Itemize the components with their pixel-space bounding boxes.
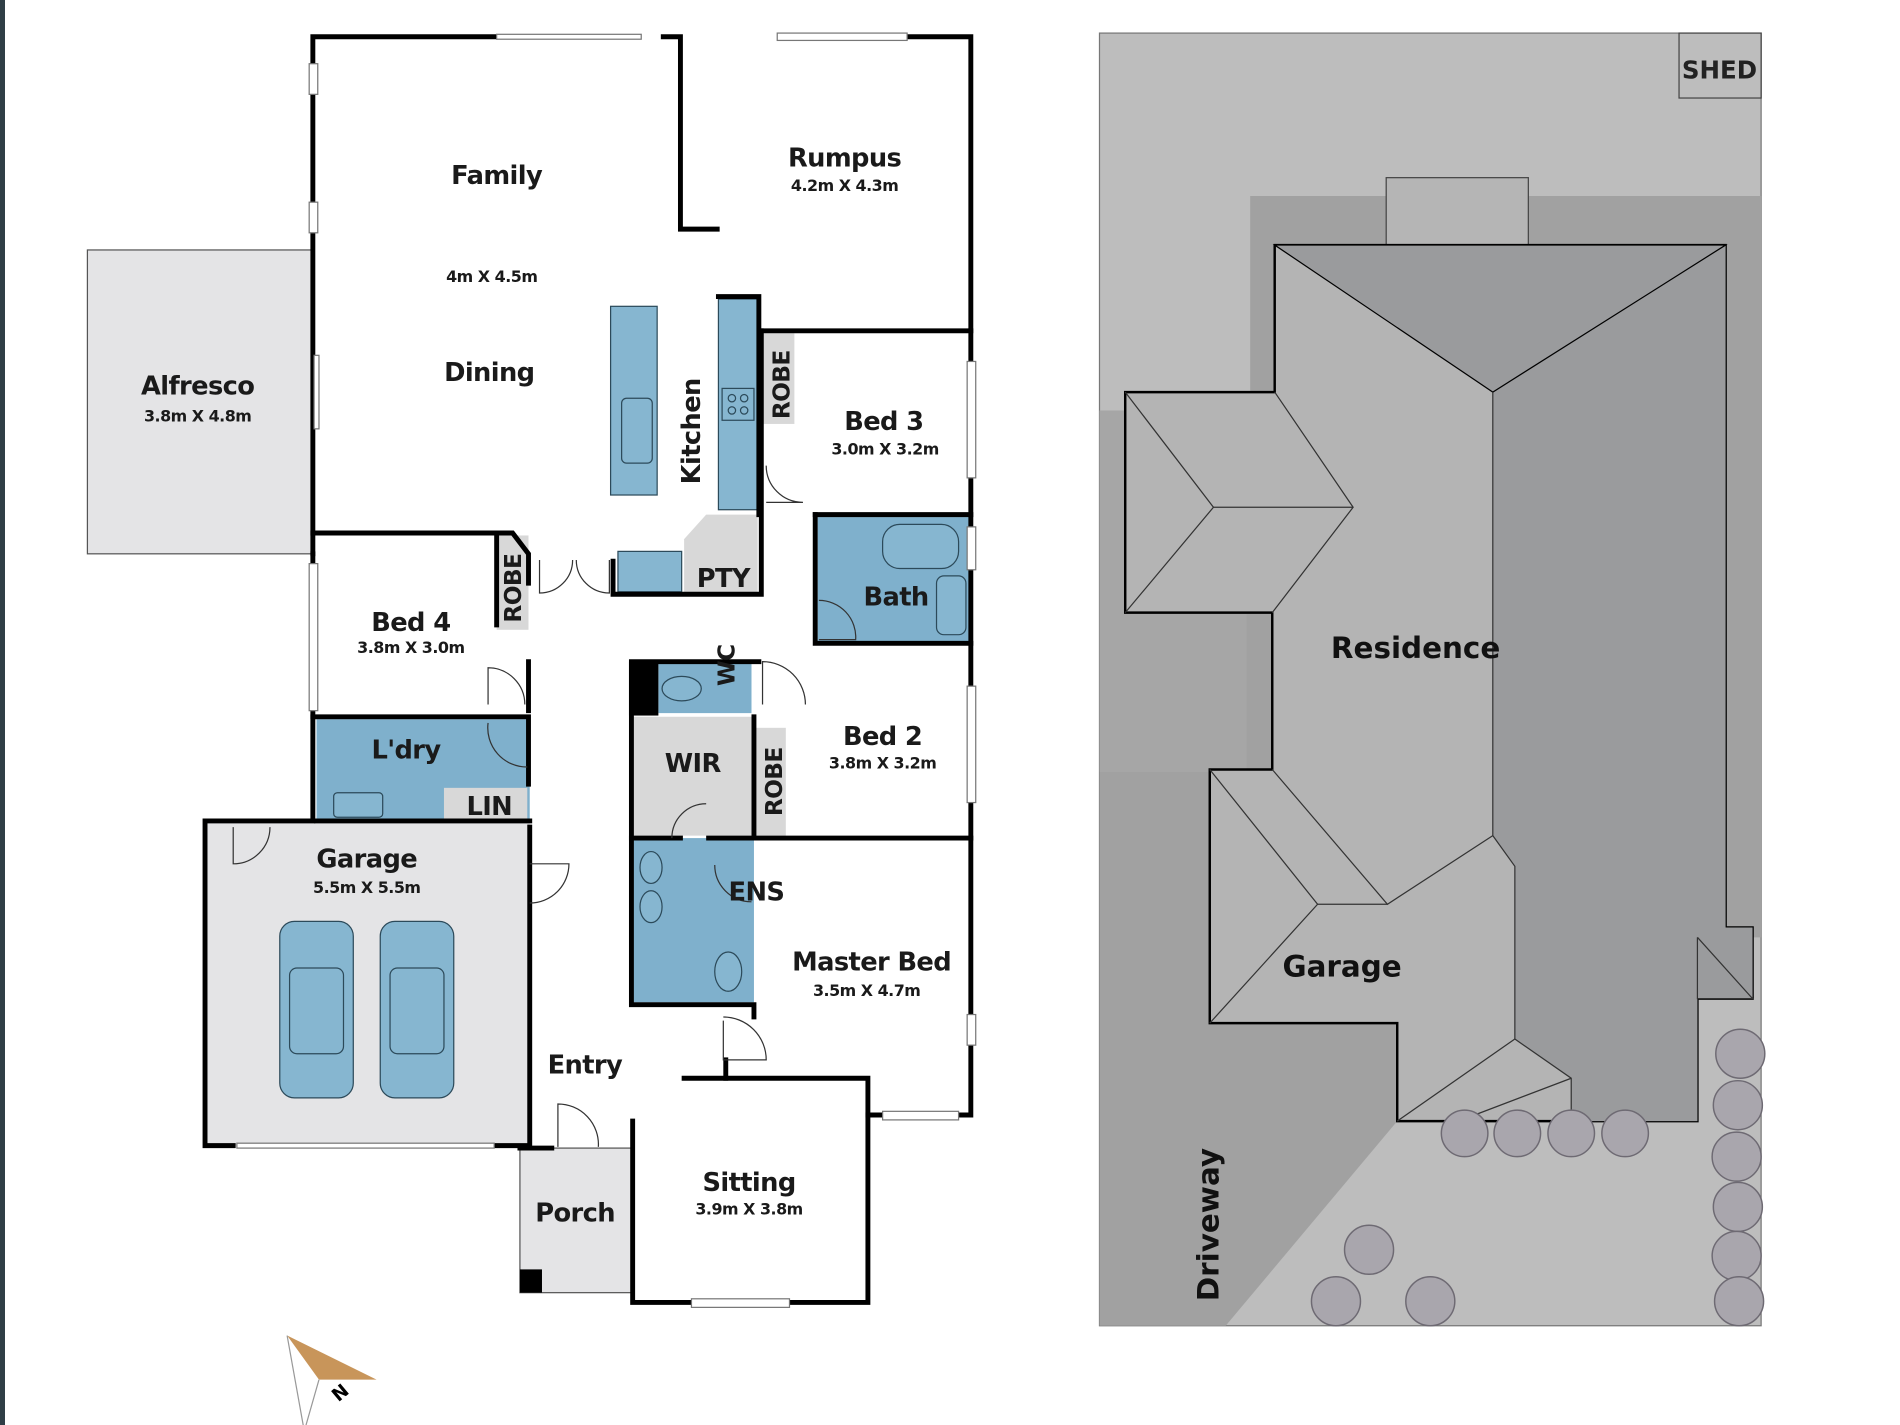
porch-floor <box>519 1147 633 1294</box>
windows <box>236 32 977 1308</box>
room-label-robe-bed4: ROBE <box>500 554 527 623</box>
tree-icons <box>1310 1028 1766 1327</box>
alfresco-area <box>86 249 314 555</box>
basin-icon <box>639 850 663 885</box>
room-label-linen: LIN <box>466 792 512 822</box>
robe-bed4-floor <box>496 535 529 630</box>
window-edge <box>0 0 5 1425</box>
room-dims-master-bed: 3.5m X 4.7m <box>813 981 920 1000</box>
garage-floor <box>205 822 530 1146</box>
shed-outline <box>1678 32 1762 99</box>
door-swings <box>232 465 857 1147</box>
vanity-icon <box>935 575 967 636</box>
garage-roof-label: Garage <box>1282 950 1401 984</box>
room-label-bed2: Bed 2 <box>843 722 922 752</box>
room-label-ensuite: ENS <box>729 878 785 908</box>
room-label-sitting: Sitting <box>702 1168 795 1198</box>
room-label-family: Family <box>451 161 543 191</box>
room-label-laundry: L'dry <box>371 735 441 765</box>
room-label-porch: Porch <box>535 1199 615 1229</box>
driveway-label: Driveway <box>1191 1148 1225 1301</box>
room-label-rumpus: Rumpus <box>788 144 902 174</box>
room-dims-rumpus: 4.2m X 4.3m <box>791 176 898 195</box>
basin-icon <box>639 890 663 924</box>
room-label-robe-bed3: ROBE <box>768 350 795 419</box>
roof-ridges <box>1124 391 1754 1122</box>
car-icon <box>379 920 455 1099</box>
north-arrow-icon: N <box>286 1335 377 1425</box>
room-label-entry: Entry <box>548 1050 623 1080</box>
room-label-dining: Dining <box>444 358 534 388</box>
room-label-bath: Bath <box>864 582 929 612</box>
room-dims-garage: 5.5m X 5.5m <box>313 878 420 897</box>
room-label-alfresco: Alfresco <box>141 372 254 402</box>
cooktop-icon <box>721 387 755 421</box>
room-dims-alfresco: 3.8m X 4.8m <box>144 406 251 425</box>
room-label-wir: WIR <box>665 749 722 779</box>
floor-plan: Family 4m X 4.5m Dining Rumpus 4.2m X 4.… <box>86 32 977 1425</box>
laundry-tub-icon <box>333 792 384 818</box>
roof-shade-north <box>1272 244 1728 393</box>
room-label-robe-bed2: ROBE <box>761 747 788 816</box>
room-dims-sitting: 3.9m X 3.8m <box>695 1199 802 1218</box>
kitchen-island <box>609 305 658 496</box>
porch-post <box>519 1269 542 1293</box>
room-label-pantry: PTY <box>697 564 751 594</box>
room-dims-family: 4m X 4.5m <box>446 267 537 286</box>
site-plan: SHED Residence Garage Driveway <box>1098 32 1766 1327</box>
bathtub-icon <box>881 523 960 570</box>
room-label-bed4: Bed 4 <box>371 608 450 638</box>
pantry-floor <box>684 514 758 595</box>
kitchen-bench <box>717 298 760 511</box>
wir-floor <box>631 716 754 836</box>
car-icon <box>279 920 354 1099</box>
toilet-icon <box>714 951 743 992</box>
wc-toilet-icon <box>661 675 702 702</box>
room-label-master-bed: Master Bed <box>792 947 951 977</box>
sink-icon <box>621 397 653 464</box>
kitchen-return-bench <box>617 550 683 593</box>
room-label-bed3: Bed 3 <box>844 407 923 437</box>
room-dims-bed3: 3.0m X 3.2m <box>831 440 938 459</box>
robe-bed2-floor <box>755 727 786 836</box>
shed-label: SHED <box>1682 55 1757 84</box>
roof-shade <box>1492 245 1753 1122</box>
room-label-garage: Garage <box>316 844 417 874</box>
room-label-kitchen: Kitchen <box>677 378 707 484</box>
linen-floor <box>443 787 528 821</box>
north-label: N <box>328 1380 353 1406</box>
residence-label: Residence <box>1331 631 1500 665</box>
room-dims-bed2: 3.8m X 3.2m <box>829 753 936 772</box>
room-dims-bed4: 3.8m X 3.0m <box>357 638 464 657</box>
chimney-outline <box>1385 177 1529 256</box>
robe-bed3-floor <box>761 333 795 424</box>
room-label-wc: WC <box>713 645 740 687</box>
